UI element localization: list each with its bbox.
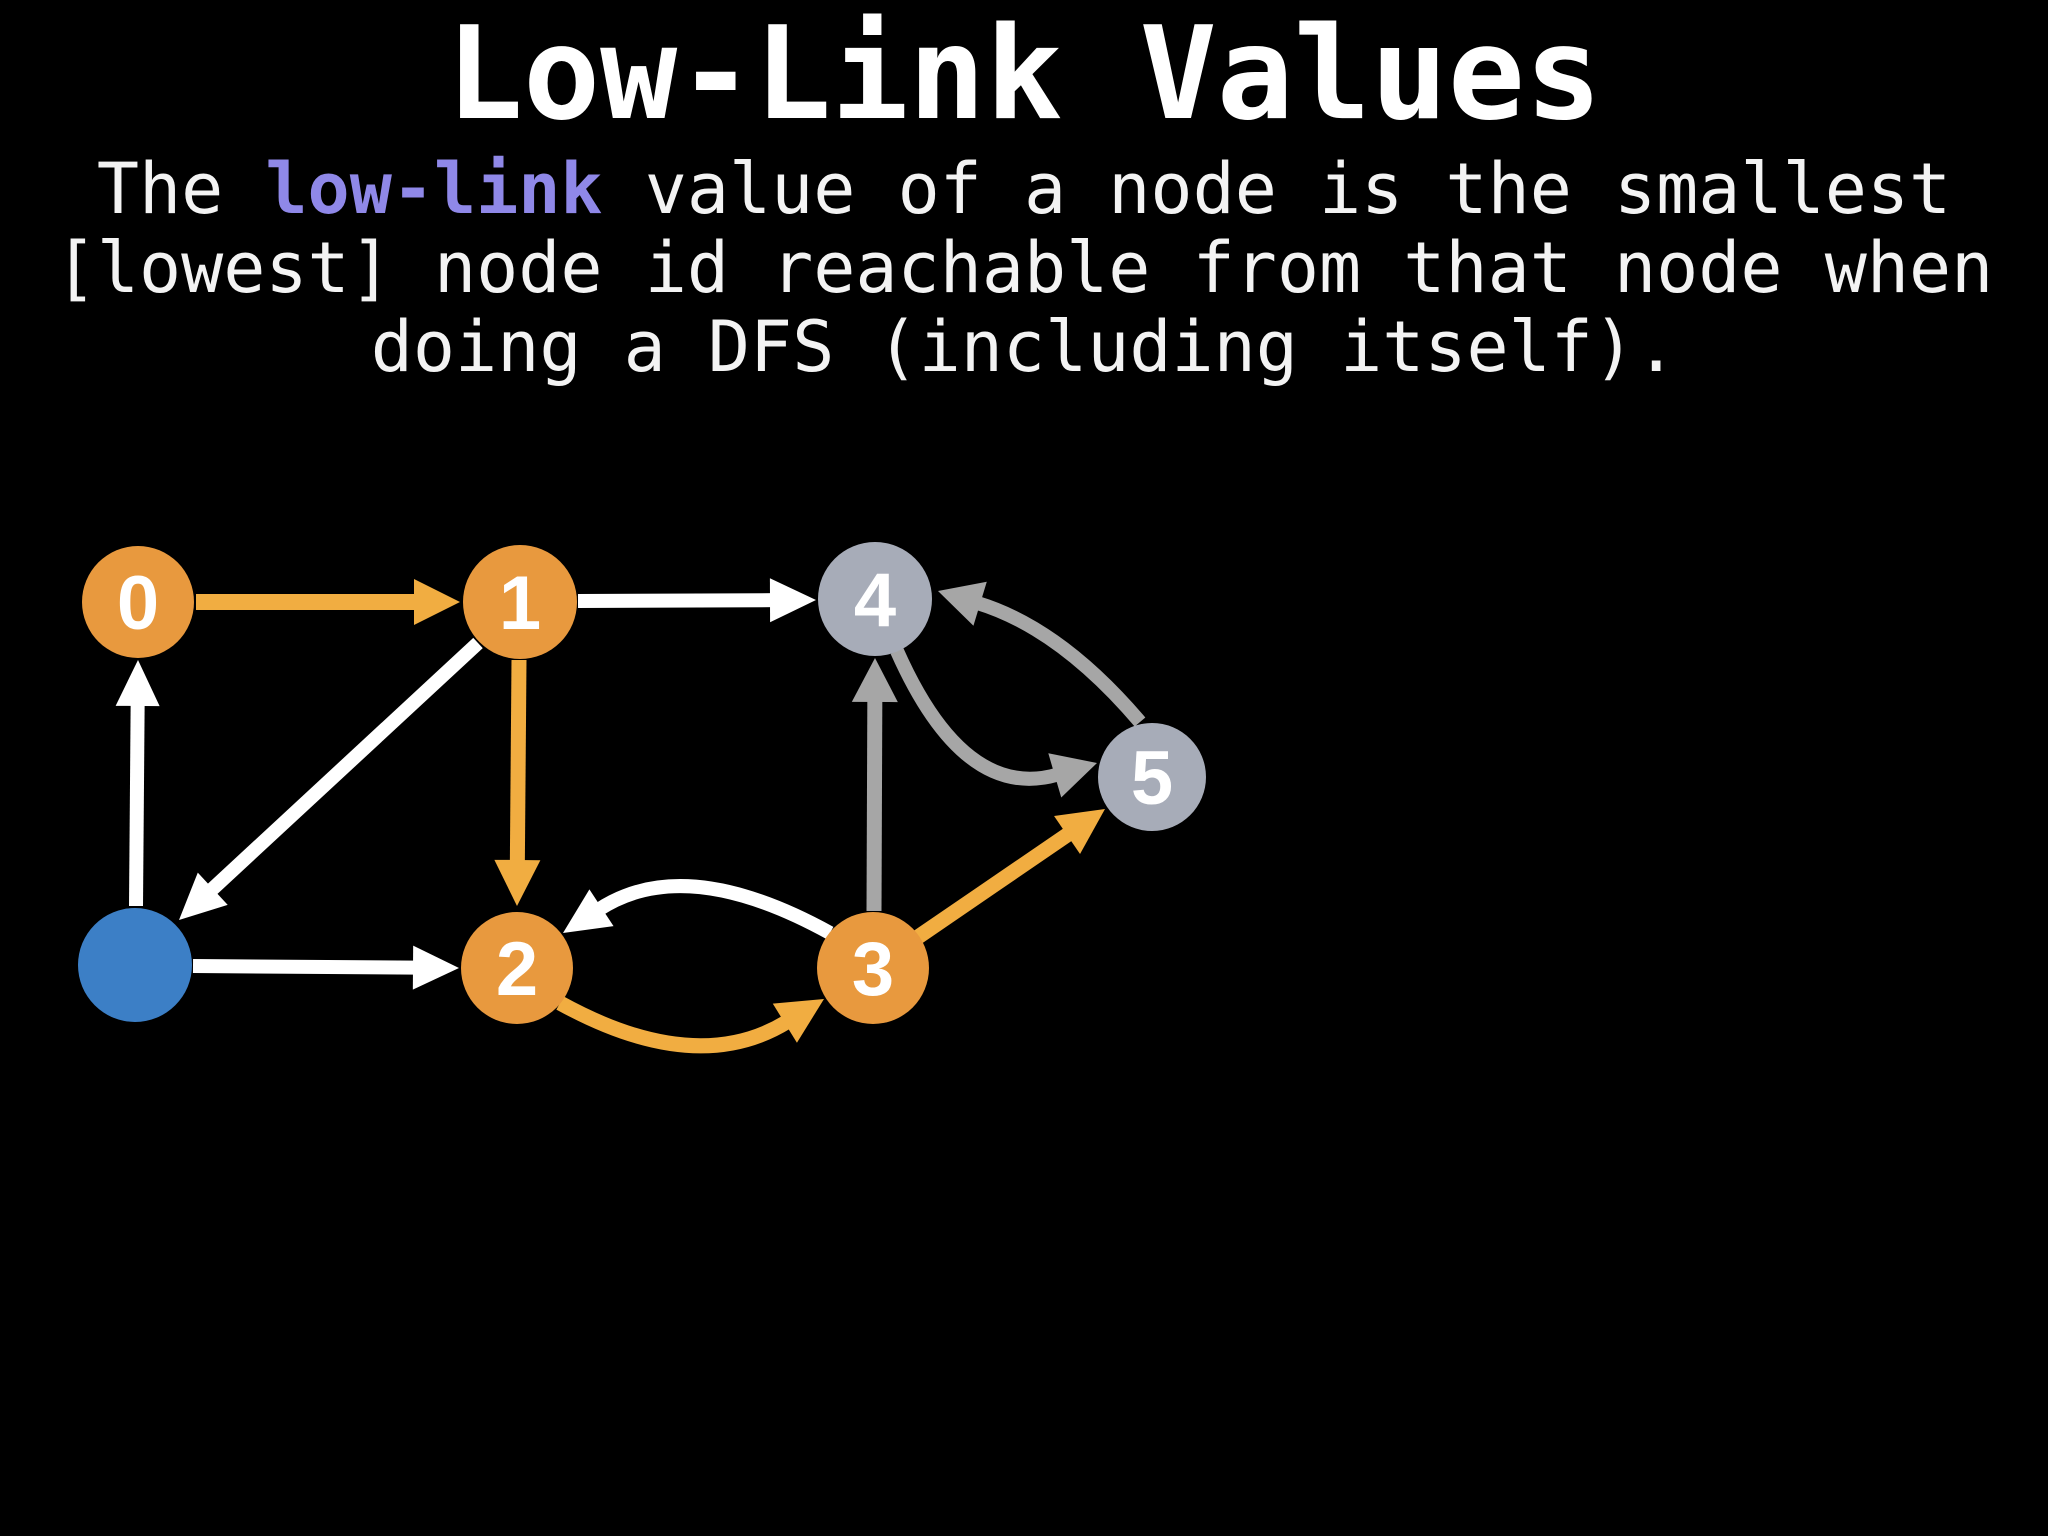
graph-arrowhead-3-2 xyxy=(563,889,614,933)
subtitle-line: [lowest] node id reachable from that nod… xyxy=(0,229,2048,308)
subtitle-text: The xyxy=(96,148,266,230)
graph-edge-1-2 xyxy=(509,659,527,864)
graph-edge-1-4 xyxy=(577,593,774,608)
subtitle-text: doing a DFS (including itself). xyxy=(370,306,1678,388)
graph-arrowhead-0-1 xyxy=(414,579,460,625)
graph-node-4: 4 xyxy=(818,542,932,656)
graph-node-label-2: 2 xyxy=(496,927,538,1012)
graph-node-0: 0 xyxy=(82,546,194,658)
highlight-term: low-link xyxy=(265,148,603,230)
graph-arrowhead-1-4 xyxy=(769,578,816,623)
graph-arrowhead-3-4 xyxy=(851,658,898,703)
graph-node-circle-3 xyxy=(817,912,929,1024)
graph-arrowhead-current-0 xyxy=(115,660,160,707)
graph-node-current xyxy=(78,908,192,1022)
graph-edge-current-2 xyxy=(192,959,417,975)
graph-edge-4-5 xyxy=(890,648,1060,786)
graph-node-2: 2 xyxy=(461,912,573,1024)
graph-arrowhead-3-5 xyxy=(1054,809,1105,854)
page-title: Low-Link Values xyxy=(446,0,1602,149)
graph-node-circle-0 xyxy=(82,546,194,658)
graph-node-1: 1 xyxy=(463,545,577,659)
graph-node-label-4: 4 xyxy=(854,558,896,643)
graph-node-label-1: 1 xyxy=(499,561,541,646)
graph-arrowhead-5-4 xyxy=(938,581,987,626)
graph-arrowhead-current-2 xyxy=(412,945,459,990)
graph-node-circle-5 xyxy=(1098,723,1206,831)
graph-edge-3-4 xyxy=(866,698,883,912)
graph-edge-1-current xyxy=(205,637,483,896)
graph-node-label-5: 5 xyxy=(1131,736,1173,821)
graph-arrowhead-1-2 xyxy=(494,859,541,906)
graph-edge-current-0 xyxy=(129,702,145,907)
subtitle-line: The low-link value of a node is the smal… xyxy=(0,150,2048,229)
subtitle-line: doing a DFS (including itself). xyxy=(0,308,2048,387)
graph-arrowhead-2-3 xyxy=(772,999,824,1043)
graph-edge-3-2 xyxy=(595,879,834,940)
subtitle-text: value of a node is the smallest xyxy=(602,148,1952,230)
graph-node-label-3: 3 xyxy=(852,927,894,1012)
graph-arrowhead-1-current xyxy=(179,872,228,920)
graph-node-circle-2 xyxy=(461,912,573,1024)
graph-arrowhead-4-5 xyxy=(1048,753,1097,798)
graph-node-circle-4 xyxy=(818,542,932,656)
graph-node-3: 3 xyxy=(817,912,929,1024)
subtitle-text: [lowest] node id reachable from that nod… xyxy=(54,227,1994,309)
graph-edge-3-5 xyxy=(913,827,1074,944)
graph-edge-5-4 xyxy=(975,596,1146,727)
graph-node-circle-current xyxy=(78,908,192,1022)
graph-node-circle-1 xyxy=(463,545,577,659)
graph-node-5: 5 xyxy=(1098,723,1206,831)
graph-edge-2-3 xyxy=(556,996,792,1054)
subtitle: The low-link value of a node is the smal… xyxy=(0,150,2048,387)
graph-node-label-0: 0 xyxy=(117,561,159,646)
